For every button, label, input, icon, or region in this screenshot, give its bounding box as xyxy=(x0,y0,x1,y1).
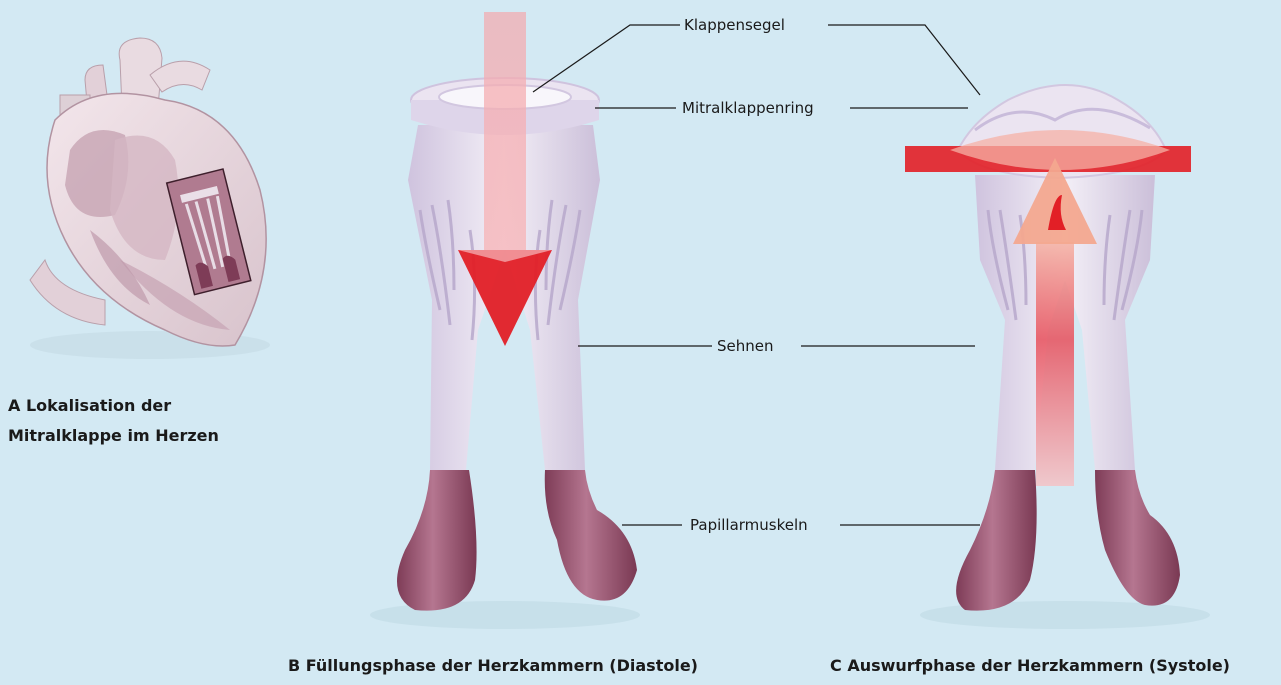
caption-a-line1: A Lokalisation der xyxy=(8,394,171,418)
caption-b: B Füllungsphase der Herzkammern (Diastol… xyxy=(288,654,698,678)
valve-diastole xyxy=(370,12,640,629)
label-papillary: Papillarmuskeln xyxy=(690,516,808,534)
label-tendons: Sehnen xyxy=(717,337,774,355)
label-cusps: Klappensegel xyxy=(684,16,785,34)
heart-illustration xyxy=(30,38,270,359)
caption-a-line2: Mitralklappe im Herzen xyxy=(8,424,219,448)
label-ring: Mitralklappenring xyxy=(682,99,814,117)
leader-cusps-right xyxy=(828,25,980,95)
valve-systole xyxy=(905,85,1210,629)
caption-c: C Auswurfphase der Herzkammern (Systole) xyxy=(830,654,1230,678)
